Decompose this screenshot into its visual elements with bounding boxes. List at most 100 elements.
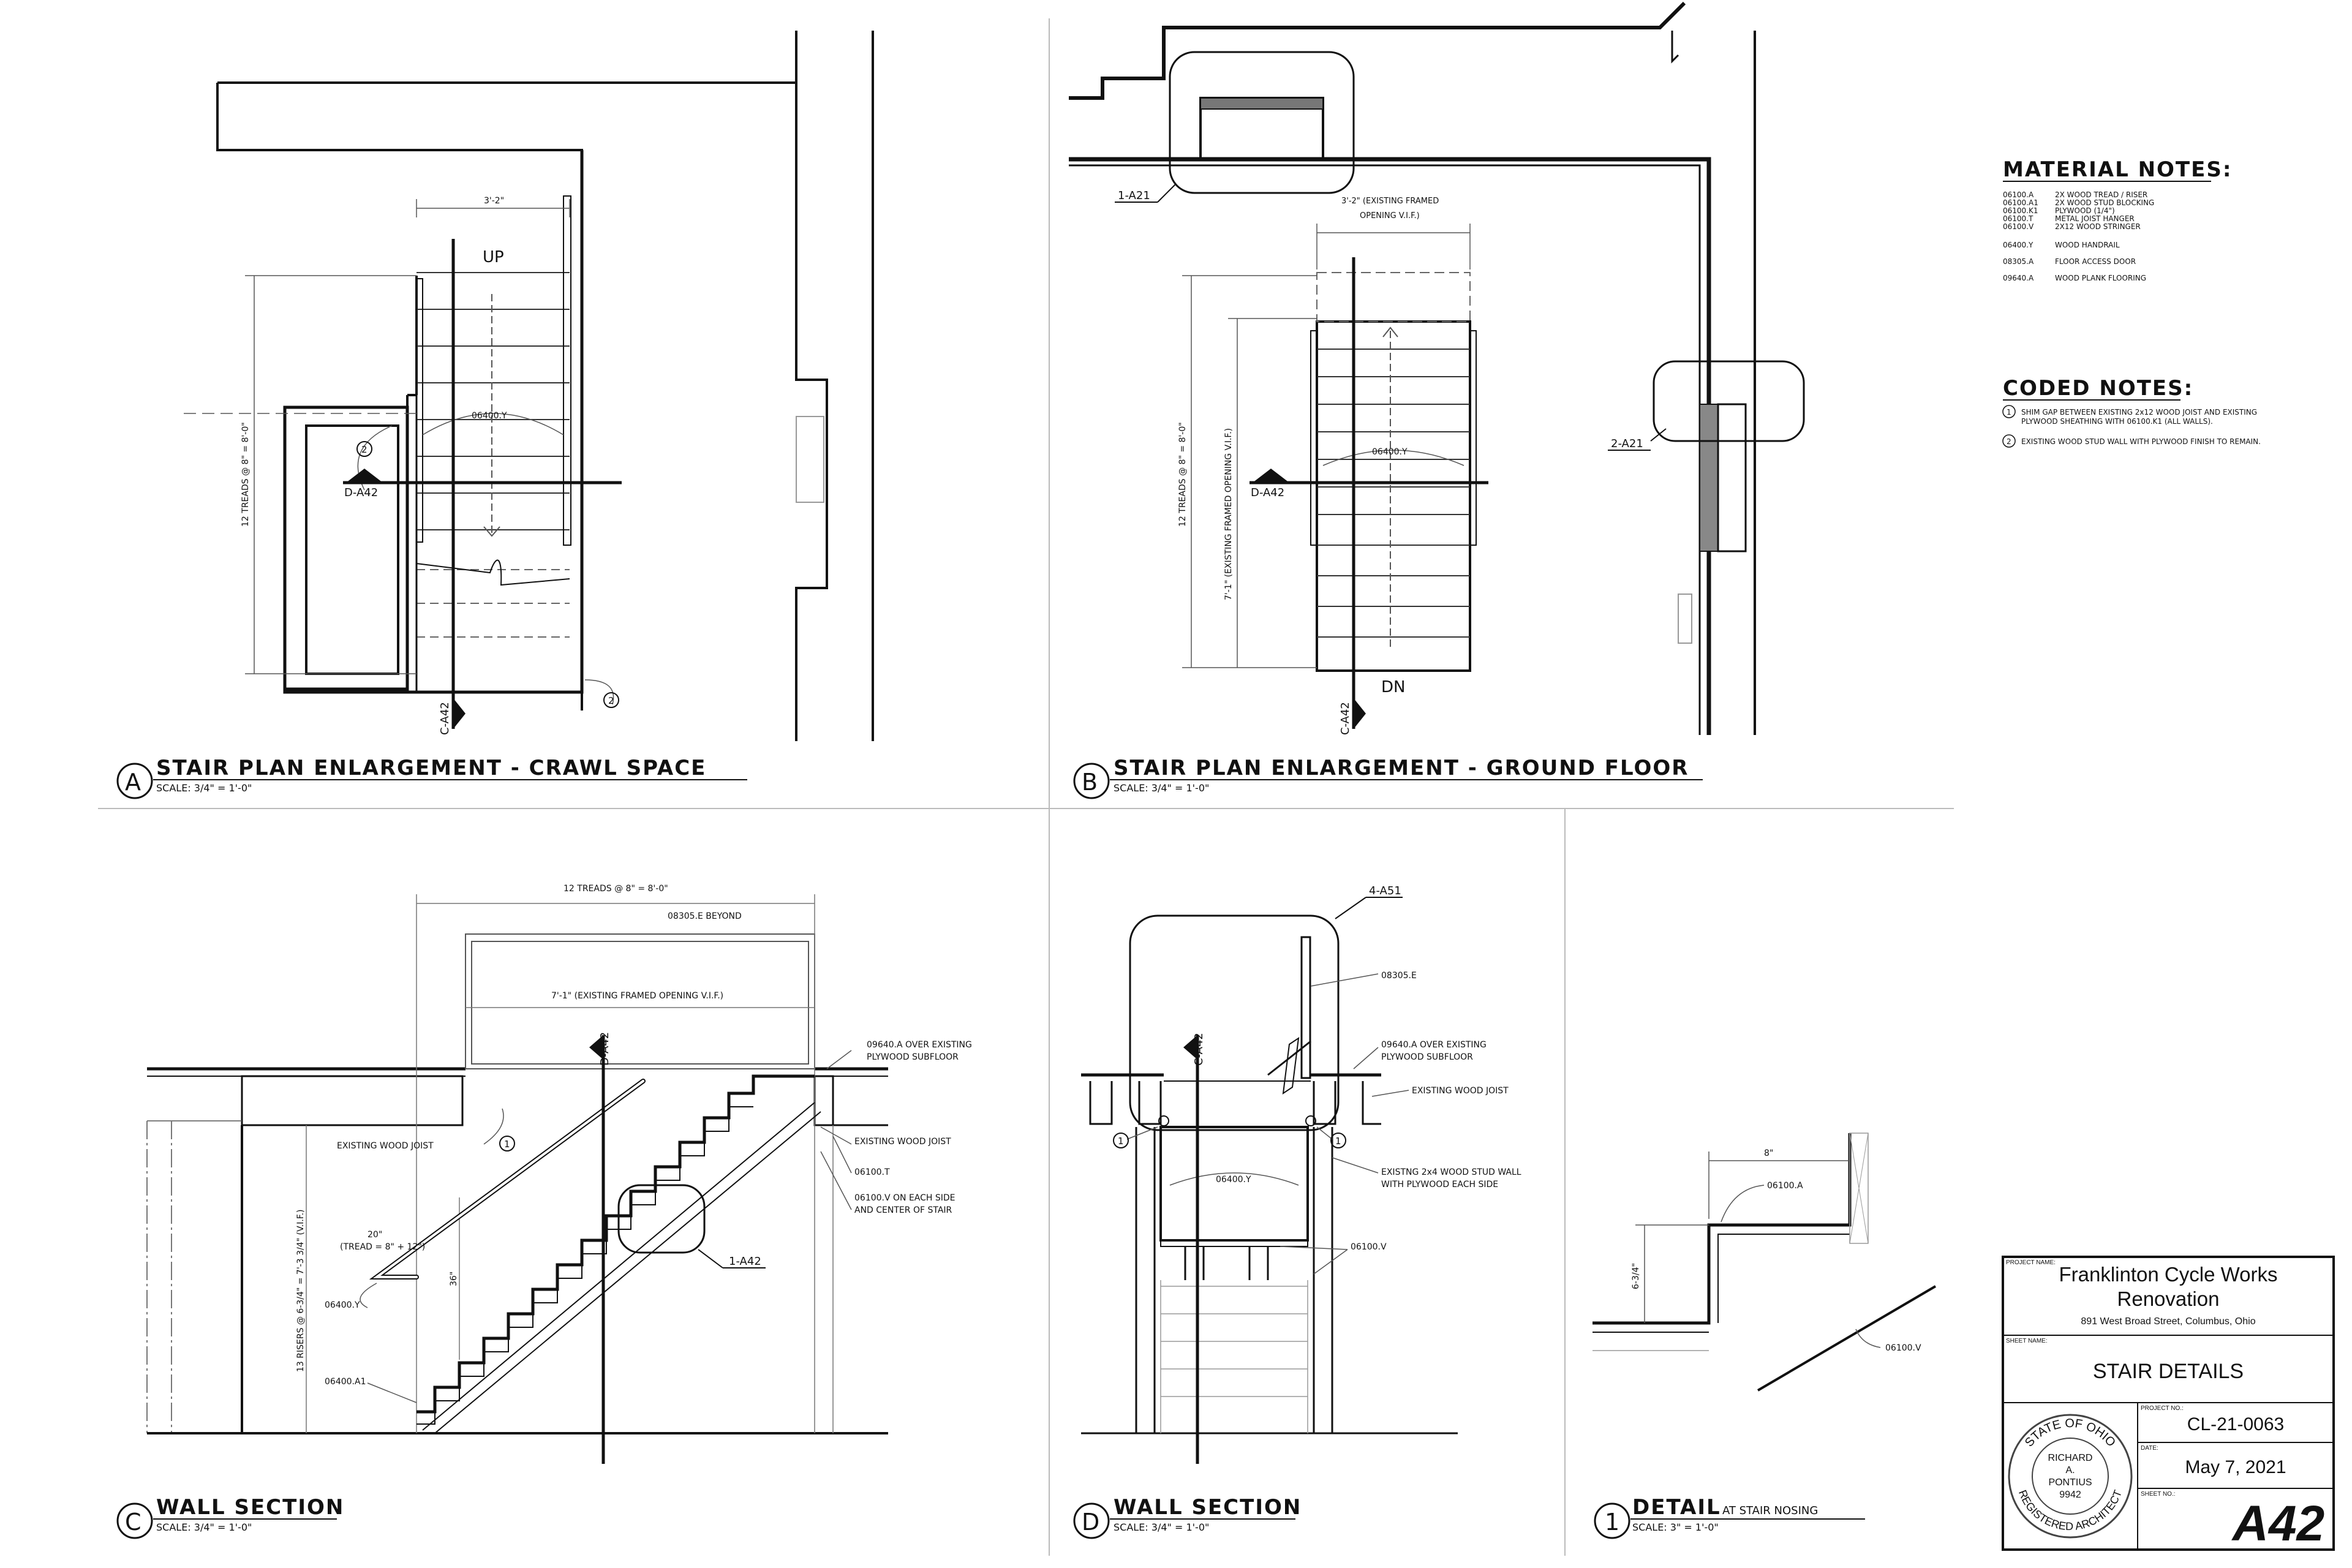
section-d-wall-2: WITH PLYWOOD EACH SIDE [1381,1180,1498,1189]
view-title-e-text: DETAIL [1632,1495,1721,1520]
section-d-section-c: C-A42 [1193,1033,1205,1066]
plan-b-callout-2: 2-A21 [1611,437,1643,450]
section-c-flooring-1: 09640.A OVER EXISTING [867,1040,972,1050]
material-notes: MATERIAL NOTES: 06100.A 2X WOOD TREAD / … [2003,157,2232,282]
plan-a-handrail-tag: 06400.Y [472,411,507,421]
section-d-note-1b-label: 1 [1335,1136,1341,1147]
view-title-d-text: WALL SECTION [1114,1495,1302,1520]
section-d-flooring-1: 09640.A OVER EXISTING [1381,1040,1487,1050]
coded-note-line1-0: SHIM GAP BETWEEN EXISTING 2x12 WOOD JOIS… [2021,408,2257,417]
plan-a: UP 3'-2" 12 TREADS @ 8" = 8'-0" 06400.Y … [184,31,874,741]
section-c-clearance-1: 20" [368,1230,382,1240]
tb-address: 891 West Broad Street, Columbus, Ohio [2081,1316,2255,1327]
material-note-desc-1: 2X WOOD STUD BLOCKING [2055,198,2154,207]
plan-a-note-2b [603,692,619,708]
tb-sheet-no: A42 [2231,1496,2324,1551]
plan-b: DN 3'-2" (EXISTING FRAMED OPENING V.I.F.… [1069,1,1805,735]
seal-name-3: PONTIUS [2048,1477,2092,1488]
material-note-desc-5: WOOD HANDRAIL [2055,241,2120,249]
view-title-e-letter: 1 [1605,1509,1619,1536]
plan-b-callout-1: 1-A21 [1118,189,1150,202]
section-c-opening: 7'-1" (EXISTING FRAMED OPENING V.I.F.) [551,991,723,1001]
tb-date: May 7, 2021 [2185,1457,2286,1477]
plan-a-note-2b-label: 2 [608,695,614,706]
plan-b-width-dim-2: OPENING V.I.F.) [1360,211,1420,221]
detail-1-stringer: 06100.V [1885,1343,1921,1353]
section-d-wall-1: EXISTNG 2x4 WOOD STUD WALL [1381,1167,1521,1177]
material-note-desc-0: 2X WOOD TREAD / RISER [2055,190,2147,199]
section-c-hanger: 06100.T [854,1167,890,1177]
view-title-b-text: STAIR PLAN ENLARGEMENT - GROUND FLOOR [1114,756,1689,780]
tb-project-no-label: PROJECT NO.: [2141,1405,2184,1412]
plan-b-width-dim-1: 3'-2" (EXISTING FRAMED [1341,197,1439,206]
tb-project-name-2: Renovation [2117,1287,2220,1310]
plan-a-width-dim: 3'-2" [484,196,504,206]
view-title-e-subtitle: AT STAIR NOSING [1722,1504,1818,1517]
material-note-desc-2: PLYWOOD (1/4") [2055,206,2115,215]
coded-note-num-0: 1 [2007,408,2011,417]
section-d-door: 08305.E [1381,971,1417,981]
material-notes-title: MATERIAL NOTES: [2003,157,2232,182]
view-title-c-scale: SCALE: 3/4" = 1'-0" [156,1521,252,1533]
view-title-d: D WALL SECTION SCALE: 3/4" = 1'-0" [1073,1495,1302,1539]
coded-notes-title: CODED NOTES: [2003,376,2193,401]
detail-1: 8" 6-3/4" 06100.A 06100.V [1593,1133,1937,1392]
seal-name-2: A. [2065,1465,2075,1476]
detail-1-tread-dim: 8" [1764,1148,1773,1158]
tb-sheet-name: STAIR DETAILS [2093,1360,2244,1383]
coded-note-line1-1: EXISTING WOOD STUD WALL WITH PLYWOOD FIN… [2021,437,2261,446]
section-d: 1 1 4-A51 C-A42 08305.E 09640.A OVER EXI… [1081,884,1521,1464]
section-c-risers: 13 RISERS @ 6-3/4" = 7'-3 3/4" (V.I.F.) [296,1210,306,1373]
view-title-c-letter: C [125,1509,141,1536]
coded-notes: CODED NOTES: 1 SHIM GAP BETWEEN EXISTING… [2002,376,2261,448]
section-d-stringer: 06100.V [1351,1242,1387,1252]
plan-b-dn-label: DN [1381,678,1405,696]
view-title-a: A STAIR PLAN ENLARGEMENT - CRAWL SPACE S… [116,756,747,799]
plan-b-handrail-tag: 06400.Y [1372,447,1408,457]
section-c-joist-right: EXISTING WOOD JOIST [854,1137,951,1147]
section-d-joist: EXISTING WOOD JOIST [1412,1086,1509,1096]
section-c-section-d: D-A42 [598,1032,611,1066]
view-title-c-text: WALL SECTION [156,1495,344,1520]
coded-note-line2-0: PLYWOOD SHEATHING WITH 06100.K1 (ALL WAL… [2021,417,2213,426]
material-note-code-1: 06100.A1 [2003,198,2038,207]
view-title-a-text: STAIR PLAN ENLARGEMENT - CRAWL SPACE [156,756,706,780]
detail-1-riser-dim: 6-3/4" [1631,1263,1641,1289]
material-note-desc-7: WOOD PLANK FLOORING [2055,274,2146,282]
material-note-code-4: 06100.V [2003,222,2034,231]
plan-b-section-d: D-A42 [1251,486,1284,499]
plan-a-section-d: D-A42 [344,486,378,499]
section-c-detail-callout: 1-A42 [729,1255,761,1268]
material-note-desc-4: 2X12 WOOD STRINGER [2055,222,2141,231]
sheet-dividers [98,18,1954,1556]
material-note-code-7: 09640.A [2003,274,2034,282]
plan-a-treads-dim: 12 TREADS @ 8" = 8'-0" [241,422,251,527]
section-d-note-1a [1113,1133,1129,1148]
view-title-a-scale: SCALE: 3/4" = 1'-0" [156,782,252,794]
view-title-a-letter: A [125,769,141,796]
seal-number: 9942 [2059,1490,2081,1500]
view-title-d-letter: D [1082,1509,1099,1536]
section-d-handrail: 06400.Y [1216,1175,1251,1185]
section-d-note-1b [1330,1133,1346,1148]
section-c: 1 12 TREADS @ 8" = 8'-0" 08305.E BEYOND … [146,884,972,1464]
material-note-code-5: 06400.Y [2003,241,2034,249]
title-block: PROJECT NAME: Franklinton Cycle Works Re… [2002,1256,2335,1551]
plan-b-treads-dim: 12 TREADS @ 8" = 8'-0" [1178,422,1188,527]
material-note-code-3: 06100.T [2003,214,2034,223]
material-note-desc-3: METAL JOIST HANGER [2055,214,2135,223]
section-c-joist-left: EXISTING WOOD JOIST [337,1141,434,1151]
view-title-b-scale: SCALE: 3/4" = 1'-0" [1114,782,1209,794]
plan-a-up-label: UP [483,248,504,266]
view-title-b-letter: B [1082,769,1098,796]
tb-sheet-no-label: SHEET NO.: [2141,1491,2176,1498]
section-d-note-1a-label: 1 [1118,1136,1124,1147]
section-c-note-1 [499,1136,515,1152]
material-note-code-6: 08305.A [2003,257,2034,266]
section-c-clearance-2: (TREAD = 8" + 12") [340,1242,425,1252]
section-c-flooring-2: PLYWOOD SUBFLOOR [867,1052,959,1062]
plan-b-section-c: C-A42 [1339,702,1352,735]
view-title-d-scale: SCALE: 3/4" = 1'-0" [1114,1521,1209,1533]
tb-date-label: DATE: [2141,1445,2158,1452]
